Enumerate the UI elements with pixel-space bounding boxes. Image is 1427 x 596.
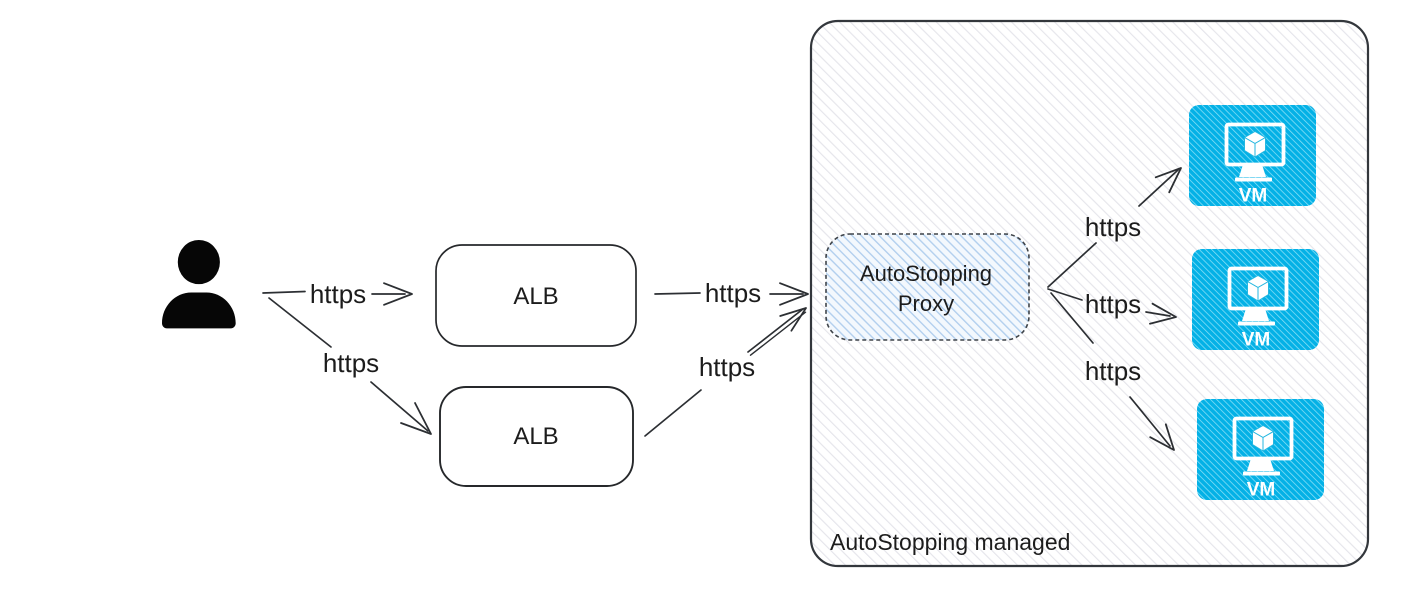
- svg-text:VM: VM: [1247, 480, 1276, 501]
- svg-text:https: https: [699, 352, 755, 382]
- svg-text:https: https: [323, 348, 379, 378]
- svg-text:https: https: [1085, 212, 1141, 242]
- svg-text:AutoStopping managed: AutoStopping managed: [830, 529, 1070, 555]
- svg-text:VM: VM: [1239, 186, 1268, 207]
- svg-text:AutoStopping: AutoStopping: [860, 261, 992, 286]
- svg-text:ALB: ALB: [513, 283, 558, 310]
- svg-text:https: https: [310, 279, 366, 309]
- svg-text:Proxy: Proxy: [898, 291, 954, 316]
- svg-text:https: https: [1085, 356, 1141, 386]
- svg-text:ALB: ALB: [513, 423, 558, 450]
- svg-text:https: https: [1085, 289, 1141, 319]
- svg-text:https: https: [705, 278, 761, 308]
- svg-text:VM: VM: [1242, 330, 1271, 351]
